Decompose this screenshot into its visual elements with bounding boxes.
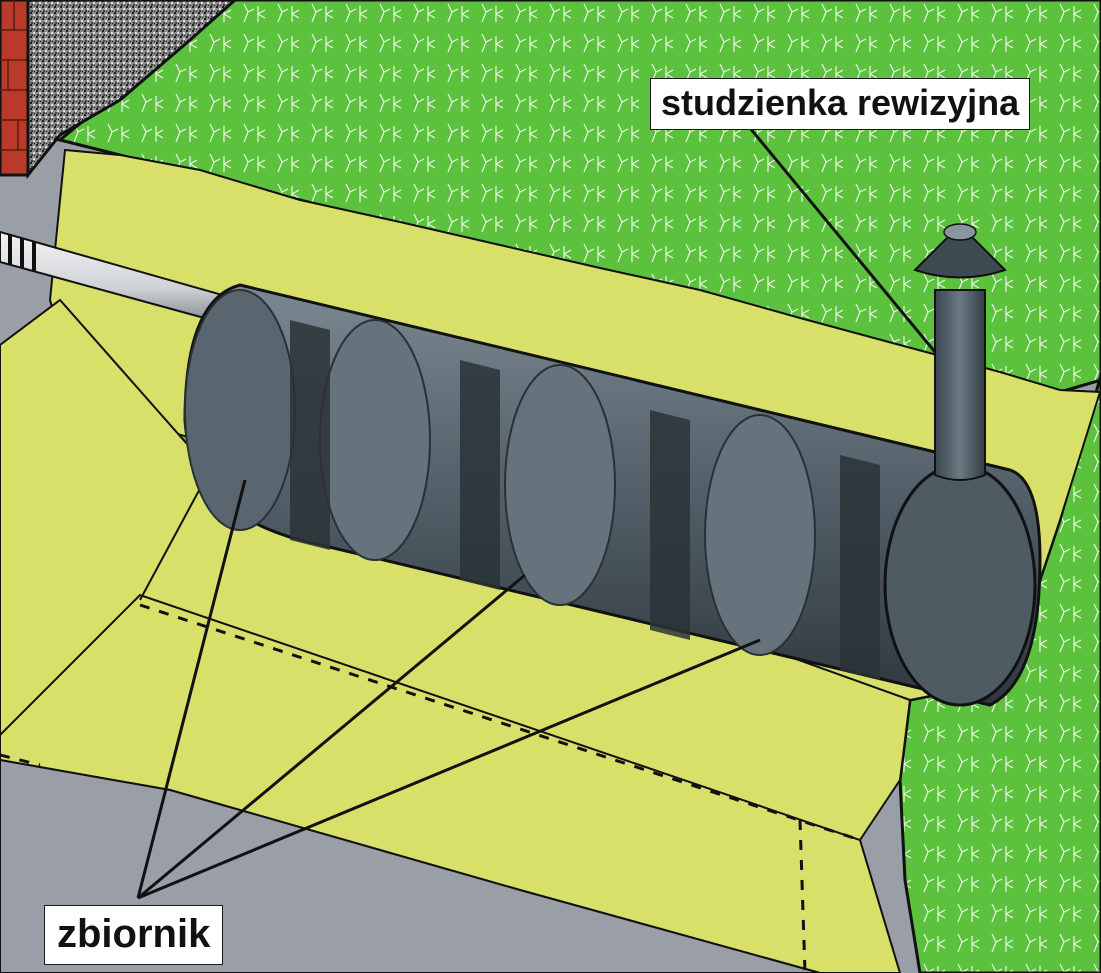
leader-line-tank-2 bbox=[137, 573, 526, 900]
leader-line-inspection-chamber bbox=[743, 121, 937, 353]
fold-line-dashed bbox=[139, 603, 861, 842]
gravel bbox=[26, 0, 238, 180]
tank bbox=[183, 283, 1042, 707]
fold-line-dashed-2 bbox=[0, 753, 41, 767]
leader-line-tank-3 bbox=[137, 638, 761, 900]
inspection-chamber bbox=[913, 223, 1007, 481]
fold-line-dashed-3 bbox=[798, 819, 807, 973]
label-tank: zbiornik bbox=[44, 905, 224, 965]
leader-line-tank-1 bbox=[136, 479, 247, 899]
label-inspection-chamber: studzienka rewizyjna bbox=[650, 78, 1031, 130]
